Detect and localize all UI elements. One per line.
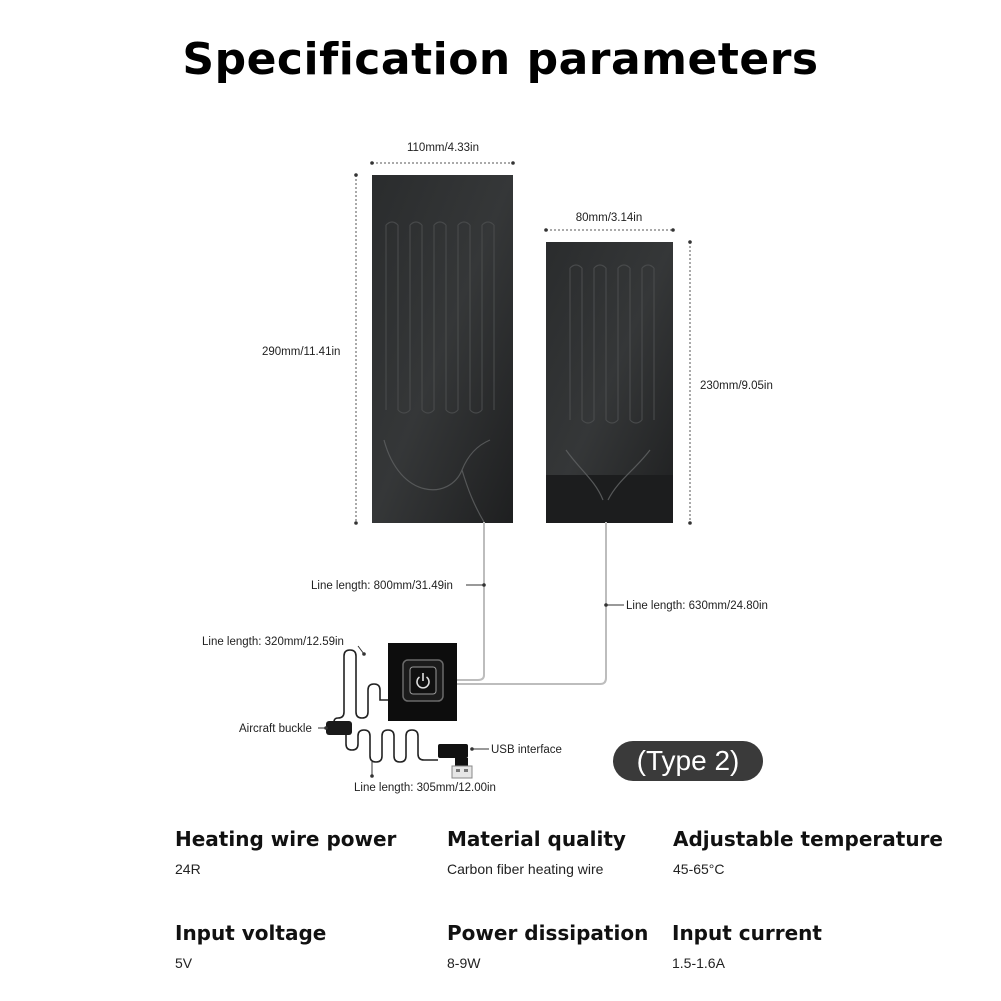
spec-value: Carbon fiber heating wire [447,861,604,877]
spec-label: Input current [672,921,822,945]
small-heating-pad [546,242,673,523]
spec-value: 8-9W [447,955,481,971]
large-width-label: 110mm/4.33in [407,142,479,154]
pad-wires [457,522,607,685]
line-length-320-label: Line length: 320mm/12.59in [202,636,344,648]
spec-value: 24R [175,861,201,877]
type-badge: (Type 2) [613,741,763,781]
spec-label: Adjustable temperature [673,827,943,851]
page-title: Specification parameters [182,34,819,85]
spec-power-dissipation: Power dissipation 8-9W [447,921,648,971]
spec-input-current: Input current 1.5-1.6A [672,921,822,971]
dimension-lines [355,162,691,523]
spec-value: 1.5-1.6A [672,955,725,971]
line-length-800-label: Line length: 800mm/31.49in [311,580,453,592]
aircraft-buckle [326,721,352,735]
spec-heating-wire-power: Heating wire power 24R [175,827,396,877]
spec-value: 45-65°C [673,861,725,877]
spec-label: Power dissipation [447,921,649,945]
spec-value: 5V [175,955,193,971]
coiled-cables [333,649,438,763]
spec-material-quality: Material quality Carbon fiber heating wi… [447,827,626,877]
large-height-label: 290mm/11.41in [262,346,340,358]
aircraft-buckle-label: Aircraft buckle [239,723,312,735]
small-height-label: 230mm/9.05in [700,380,773,392]
line-length-305-label: Line length: 305mm/12.00in [354,782,496,794]
usb-interface-label: USB interface [491,744,562,756]
callout-leaders [318,584,624,776]
power-button-icon [416,673,430,689]
large-heating-pad [372,175,513,523]
small-width-label: 80mm/3.14in [576,212,642,224]
line-length-630-label: Line length: 630mm/24.80in [626,600,768,612]
spec-label: Heating wire power [175,827,397,851]
spec-label: Input voltage [175,921,327,945]
spec-label: Material quality [447,827,626,851]
controller-box [388,643,457,721]
usb-plug-icon [438,744,473,779]
spec-adjustable-temperature: Adjustable temperature 45-65°C [673,827,943,877]
spec-input-voltage: Input voltage 5V [175,921,326,971]
